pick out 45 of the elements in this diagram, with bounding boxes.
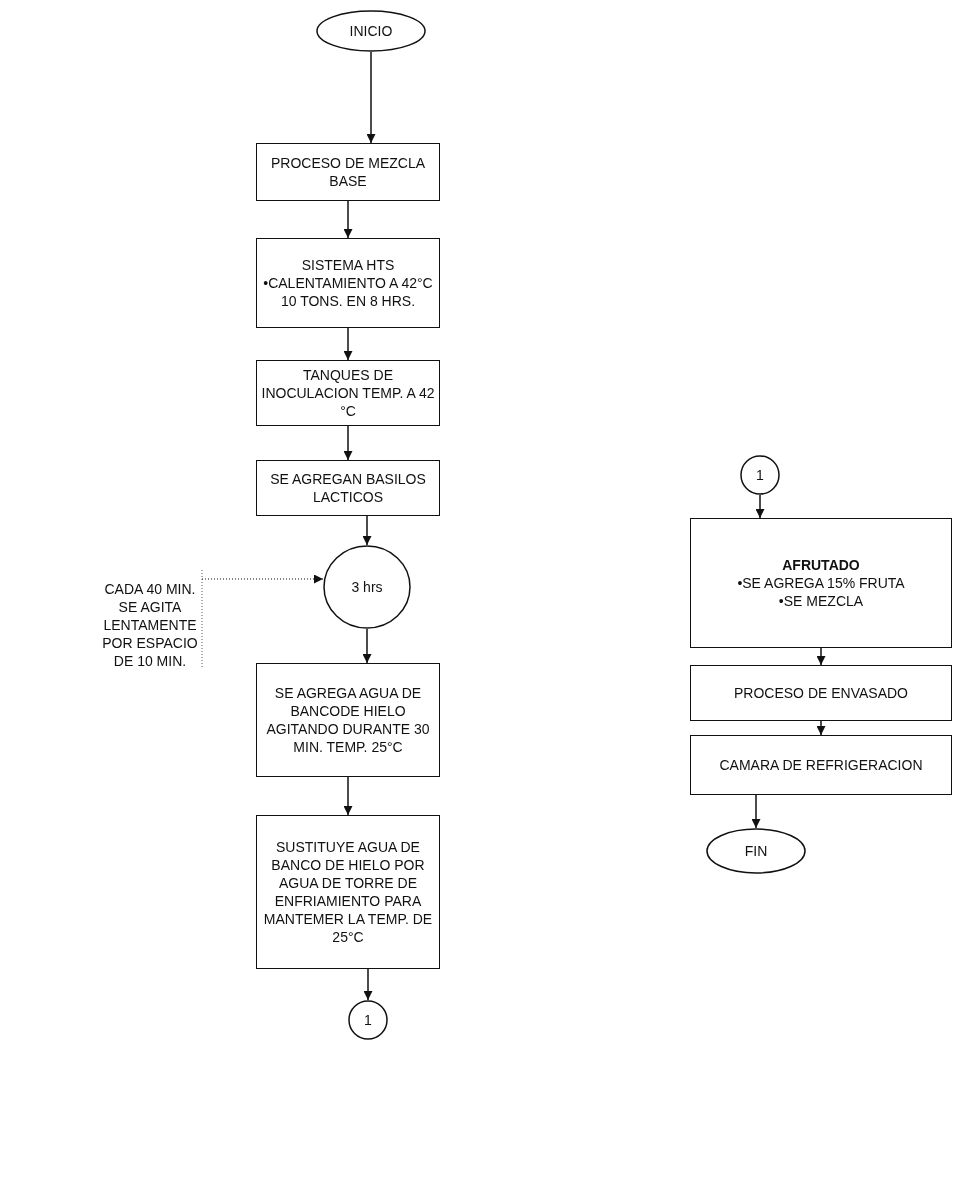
node-label: PROCESO DE ENVASADO [734, 684, 908, 702]
arrow [363, 968, 373, 1001]
node-label: SE AGREGA AGUA DE BANCODE HIELO AGITANDO DURANTE 30 MIN. TEMP. 25°C [265, 684, 431, 756]
arrow [343, 776, 353, 816]
process-box [256, 663, 440, 777]
process-box [256, 238, 440, 328]
node-label: SE AGREGAN BASILOS LACTICOS [269, 470, 427, 506]
process-box [256, 360, 440, 426]
arrow [362, 515, 372, 546]
node-label: 1 [756, 466, 764, 484]
node-label: •SE AGREGA 15% FRUTA [737, 574, 905, 592]
node-label: SISTEMA HTS [301, 256, 395, 274]
connector-circle [740, 455, 780, 495]
arrow [343, 200, 353, 239]
node-label: 1 [364, 1011, 372, 1029]
arrow [816, 647, 826, 666]
arrow [343, 327, 353, 361]
node-label: PROCESO DE MEZCLA BASE [270, 154, 426, 190]
node-label: CAMARA DE REFRIGERACION [719, 756, 923, 774]
node-label: SUSTITUYE AGUA DE BANCO DE HIELO POR AGUA DE TORRE DE ENFRIAMIENTO PARA MANTEMER LA TEMP. DE 25°C [262, 838, 434, 946]
node-label: 3 hrs [351, 578, 383, 596]
terminal-ellipse [706, 828, 806, 874]
arrow [755, 494, 765, 519]
process-box [690, 518, 952, 648]
wait-ellipse [323, 545, 411, 629]
dotted-arrow [201, 574, 324, 584]
process-box [256, 143, 440, 201]
process-box [256, 815, 440, 969]
arrow [343, 425, 353, 461]
terminal-ellipse [316, 10, 426, 52]
node-label: FIN [744, 842, 768, 860]
node-label: TANQUES DE INOCULACION TEMP. A 42 °C [261, 366, 435, 420]
arrow [366, 51, 376, 144]
process-box [690, 665, 952, 721]
arrow [751, 794, 761, 829]
node-label: INICIO [349, 22, 393, 40]
process-box [256, 460, 440, 516]
connector-circle [348, 1000, 388, 1040]
process-box [690, 735, 952, 795]
arrow [362, 628, 372, 664]
node-label: •SE MEZCLA [778, 592, 864, 610]
arrow [816, 720, 826, 736]
node-label: •CALENTAMIENTO A 42°C 10 TONS. EN 8 HRS. [262, 274, 434, 310]
note-line: CADA 40 MIN. SE AGITA LENTAMENTE POR ESPACIO DE 10 MIN. [101, 580, 199, 670]
node-label: AFRUTADO [782, 556, 860, 574]
